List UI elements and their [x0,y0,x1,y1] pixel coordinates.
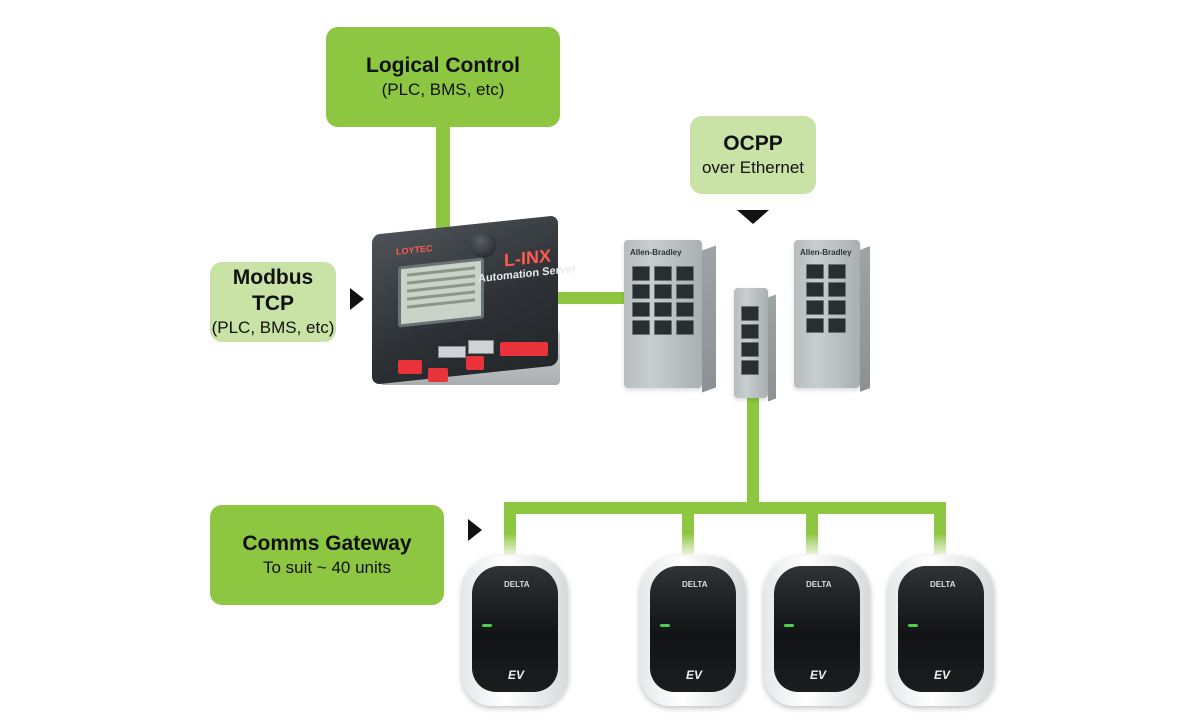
comms-gateway-arrow-icon [468,519,482,541]
ethernet-port-icon [676,266,694,281]
ethernet-port-icon [654,320,672,335]
charger-brand: DELTA [504,580,530,589]
ev-charger-icon: DELTA EV [462,556,568,706]
comms-gateway-subtitle: To suit ~ 40 units [262,558,392,577]
ocpp-subtitle: over Ethernet [701,158,805,177]
ethernet-port-icon [828,300,846,315]
ethernet-port-icon [676,284,694,299]
ethernet-port-icon [676,320,694,335]
ethernet-port-icon [741,360,759,375]
modbus-arrow-icon [350,288,364,310]
charger-led [660,624,670,627]
controller-screen [398,257,484,328]
switch-brand: Allen-Bradley [630,248,682,257]
ethernet-switch-icon: Allen-Bradley [794,240,870,392]
connector-bus-horizontal [504,502,946,514]
connector-drop-2 [682,502,694,554]
charger-led [482,624,492,627]
ethernet-port-icon [806,318,824,333]
comms-gateway-title: Comms Gateway [242,532,412,555]
connector-drop-3 [806,502,818,554]
controller-port [438,346,466,358]
ethernet-port-icon [741,324,759,339]
controller-knob-icon [470,232,496,258]
charger-label: EV [810,668,827,682]
connector-controller-to-switch [556,292,634,304]
ethernet-port-icon [741,306,759,321]
ethernet-port-icon [828,264,846,279]
ev-charger-icon: DELTA EV [888,556,994,706]
charger-label: EV [686,668,703,682]
ev-charger-icon: DELTA EV [764,556,870,706]
ethernet-port-icon [676,302,694,317]
controller-terminal [500,342,548,356]
ethernet-port-icon [632,302,650,317]
charger-led [908,624,918,627]
controller-terminal [398,360,422,374]
charger-label: EV [934,668,951,682]
connector-drop-4 [934,502,946,554]
logical-control-subtitle: (PLC, BMS, etc) [381,80,505,99]
modbus-title: Modbus TCP [232,266,314,315]
controller-terminal [428,368,448,382]
ethernet-port-icon [806,264,824,279]
ethernet-port-icon [632,284,650,299]
controller-terminal [466,356,484,370]
charger-brand: DELTA [682,580,708,589]
ocpp-box: OCPP over Ethernet [690,116,816,194]
modbus-subtitle: (PLC, BMS, etc) [211,318,335,337]
ev-charger-icon: DELTA EV [640,556,746,706]
ethernet-port-icon [654,302,672,317]
ethernet-port-icon [741,342,759,357]
ethernet-port-icon [632,266,650,281]
ethernet-port-icon [806,300,824,315]
charger-led [784,624,794,627]
charger-brand: DELTA [930,580,956,589]
connector-logical-to-controller [436,126,450,236]
ocpp-title: OCPP [723,132,783,155]
charger-brand: DELTA [806,580,832,589]
ethernet-port-icon [828,282,846,297]
ethernet-port-icon [828,318,846,333]
comms-gateway-box: Comms Gateway To suit ~ 40 units [210,505,444,605]
logical-control-box: Logical Control (PLC, BMS, etc) [326,27,560,127]
connector-switch-down [747,388,759,502]
connector-drop-1 [504,502,516,554]
modbus-box: Modbus TCP (PLC, BMS, etc) [210,262,336,342]
ethernet-port-icon [654,284,672,299]
ocpp-arrow-icon [737,210,769,224]
charger-label: EV [508,668,525,682]
controller-port [468,340,494,354]
switch-brand: Allen-Bradley [800,248,852,257]
ethernet-port-icon [632,320,650,335]
ethernet-port-icon [654,266,672,281]
ethernet-port-icon [806,282,824,297]
logical-control-title: Logical Control [366,54,520,77]
